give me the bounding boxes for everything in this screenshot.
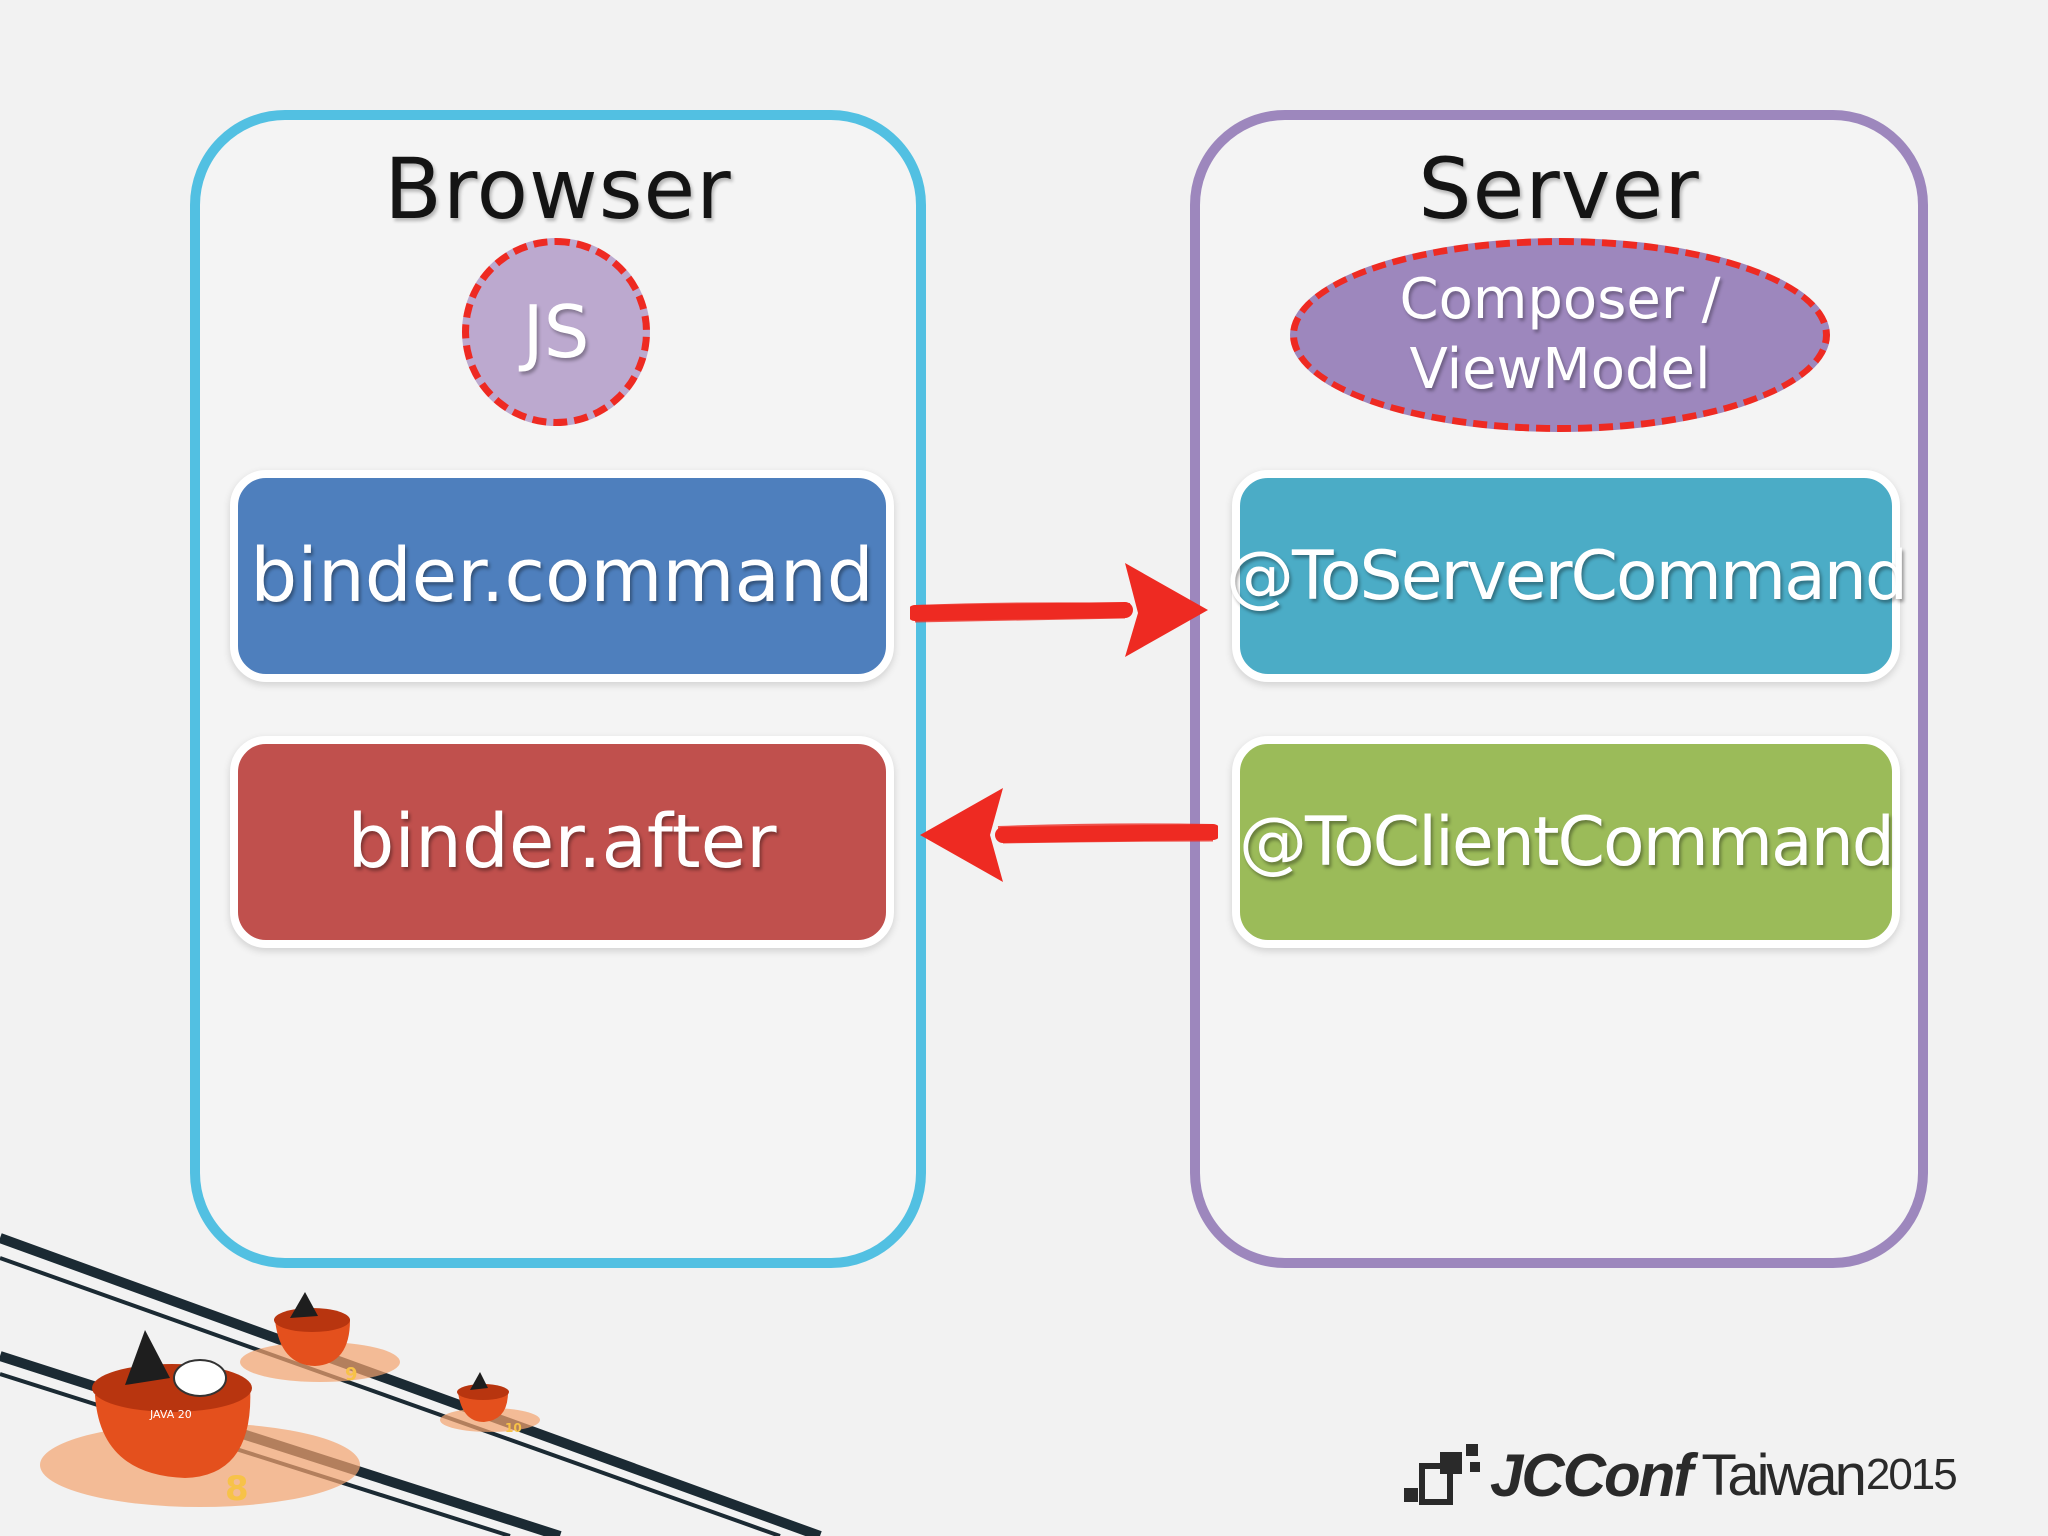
cup-large: JAVA 20 8 — [40, 1330, 360, 1509]
arrow-to-server — [910, 563, 1208, 657]
jcconf-logo-icon — [1404, 1444, 1480, 1505]
binder-after-label: binder.after — [347, 799, 777, 885]
binder-command-box: binder.command — [230, 470, 894, 682]
binder-after-box: binder.after — [230, 736, 894, 948]
to-server-command-box: @ToServerCommand — [1226, 470, 1908, 682]
cup-number-large: 8 — [225, 1469, 249, 1509]
browser-title: Browser — [384, 140, 732, 238]
binder-command-label: binder.command — [250, 533, 874, 619]
jcconf-branding: JCConf Taiwan 2015 — [1400, 1440, 1958, 1510]
cup-number-small: 10 — [505, 1421, 522, 1435]
cup-medium: 9 — [240, 1292, 400, 1385]
to-server-command-label: @ToServerCommand — [1225, 536, 1908, 616]
js-label: JS — [522, 290, 590, 374]
mascot-illustration: JAVA 20 8 9 10 — [0, 1233, 822, 1536]
brand-region: Taiwan — [1701, 1442, 1867, 1508]
arrow-to-client — [920, 788, 1218, 882]
server-title: Server — [1418, 140, 1700, 238]
js-node: JS — [462, 238, 650, 426]
brand-name: JCConf — [1490, 1441, 1693, 1509]
viewmodel-label: ViewModel — [1409, 337, 1711, 402]
composer-label: Composer / — [1399, 267, 1721, 332]
brand-year: 2015 — [1865, 1450, 1958, 1499]
cup-small: 10 — [440, 1372, 540, 1435]
cup-number-medium: 9 — [345, 1364, 358, 1385]
to-client-command-box: @ToClientCommand — [1232, 736, 1900, 948]
cup-badge: JAVA 20 — [149, 1408, 192, 1421]
browser-panel: Browser JS binder.command binder.after — [190, 110, 926, 1268]
server-panel: Server Composer / ViewModel @ToServerCom… — [1190, 110, 1928, 1268]
to-client-command-label: @ToClientCommand — [1239, 802, 1895, 882]
composer-viewmodel-node: Composer / ViewModel — [1290, 238, 1830, 432]
